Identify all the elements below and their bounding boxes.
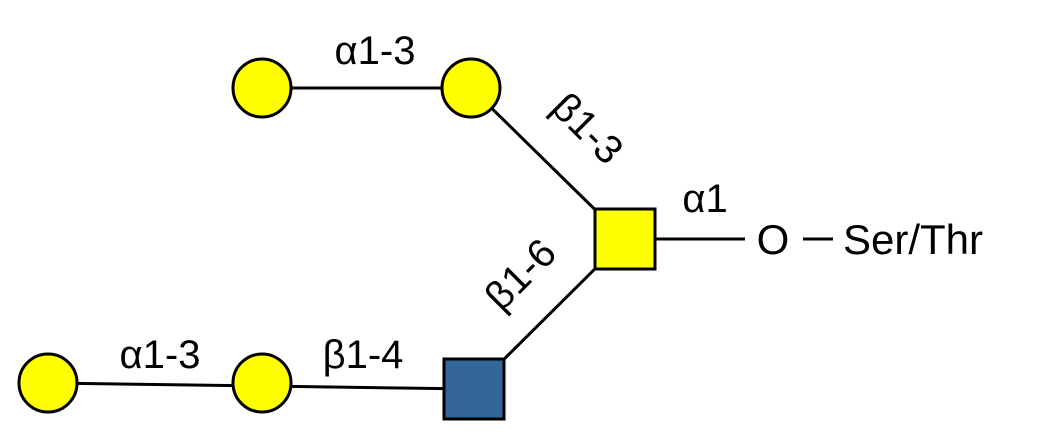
galnac-square: [593, 207, 657, 271]
oxygen-label: O: [757, 216, 790, 263]
glcnac-square: [442, 357, 506, 421]
aglycone-label: Ser/Thr: [843, 216, 983, 263]
label-branch-beta: β1-6: [477, 231, 565, 319]
label-top-alpha: α1-3: [335, 29, 416, 73]
label-top-beta: β1-3: [543, 85, 631, 173]
galactose-top-right: [440, 57, 502, 119]
label-bottom-alpha: α1-3: [120, 333, 201, 377]
galactose-bottom-left: [17, 352, 79, 414]
galactose-top-left: [231, 57, 293, 119]
galactose-bottom-right: [231, 352, 293, 414]
label-bottom-beta: β1-4: [323, 333, 404, 377]
label-core-alpha: α1: [682, 177, 727, 221]
